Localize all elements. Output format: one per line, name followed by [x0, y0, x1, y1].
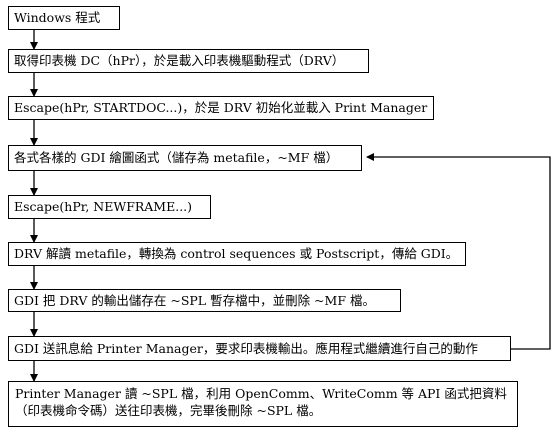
- step-text: DRV 解讀 metafile，轉換為 control sequences 或 …: [14, 246, 459, 261]
- step-get-printer-dc: 取得印表機 DC（hPr），於是載入印表機驅動程式（DRV）: [8, 49, 369, 73]
- step-text: 各式各樣的 GDI 繪圖函式（儲存為 metafile，~MF 檔）: [14, 150, 339, 165]
- step-drv-interpret-metafile: DRV 解讀 metafile，轉換為 control sequences 或 …: [8, 242, 466, 266]
- step-text: 取得印表機 DC（hPr），於是載入印表機驅動程式（DRV）: [14, 53, 345, 68]
- step-print-manager-output: Printer Manager 讀 ~SPL 檔，利用 OpenComm、Wri…: [8, 381, 518, 427]
- step-text: GDI 把 DRV 的輸出儲存在 ~SPL 暫存檔中，並刪除 ~MF 檔。: [14, 292, 375, 308]
- step-escape-newframe: Escape(hPr, NEWFRAME...): [8, 195, 211, 219]
- step-text-line-2: （印表機命令碼）送往印表機，完畢後刪除 ~SPL 檔。: [15, 403, 322, 418]
- step-text: Windows 程式: [14, 10, 101, 25]
- step-gdi-notify-print-manager: GDI 送訊息給 Printer Manager，要求印表機輸出。應用程式繼續進…: [8, 336, 511, 361]
- step-gdi-drawing-functions: 各式各樣的 GDI 繪圖函式（儲存為 metafile，~MF 檔）: [8, 145, 362, 171]
- step-text-line-1: Printer Manager 讀 ~SPL 檔，利用 OpenComm、Wri…: [15, 386, 507, 401]
- step-escape-startdoc: Escape(hPr, STARTDOC...)，於是 DRV 初始化並載入 P…: [8, 96, 434, 120]
- step-text: Escape(hPr, NEWFRAME...): [14, 199, 193, 214]
- step-text: Escape(hPr, STARTDOC...)，於是 DRV 初始化並載入 P…: [14, 100, 428, 115]
- step-windows-program: Windows 程式: [8, 6, 120, 30]
- step-gdi-save-spl: GDI 把 DRV 的輸出儲存在 ~SPL 暫存檔中，並刪除 ~MF 檔。: [8, 289, 401, 312]
- step-text: GDI 送訊息給 Printer Manager，要求印表機輸出。應用程式繼續進…: [14, 340, 478, 356]
